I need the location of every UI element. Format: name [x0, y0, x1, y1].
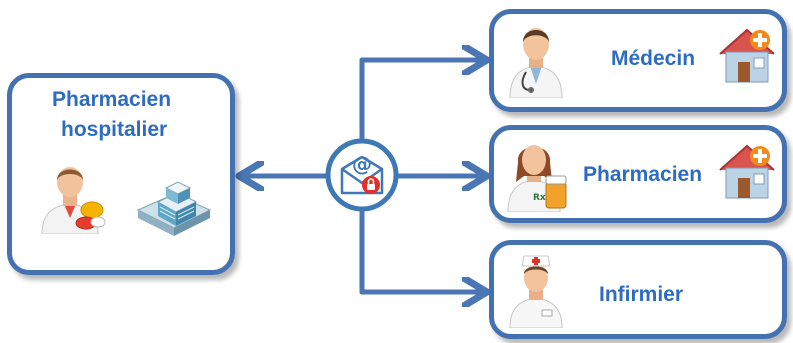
medical-house-icon: [719, 144, 775, 199]
target-label-medecin: Médecin: [611, 47, 696, 70]
pharmacist-with-pills-icon: [41, 167, 106, 234]
pharmacist-icon: Rx: [507, 145, 567, 212]
doctor-icon: [509, 28, 563, 98]
svg-text:@: @: [352, 152, 372, 176]
svg-text:Rx: Rx: [533, 193, 546, 203]
nurse-icon: [509, 255, 563, 328]
target-label-infirmier: Infirmier: [599, 283, 684, 306]
hospital-building-icon: [136, 181, 212, 236]
secure-email-icon: @: [325, 138, 399, 212]
hub-box-pharmacien-hospitalier: [7, 73, 235, 275]
target-label-pharmacien: Pharmacien: [583, 163, 703, 186]
hub-label-line1: Pharmacien: [52, 88, 172, 111]
medical-house-icon: [719, 28, 775, 83]
hub-label-line2: hospitalier: [61, 118, 168, 141]
